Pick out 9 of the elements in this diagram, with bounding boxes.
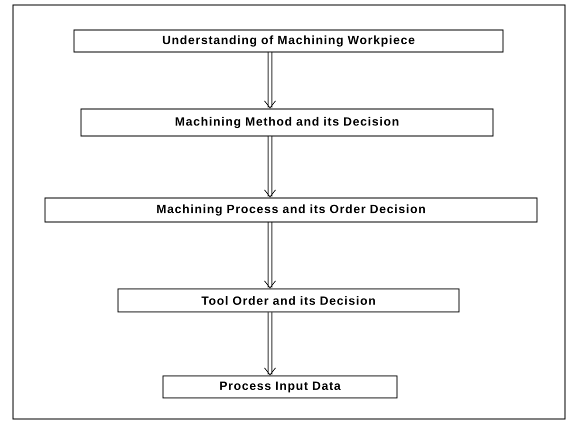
arrow: [264, 136, 276, 198]
process-box: Tool Order and its Decision: [118, 288, 460, 312]
process-box: Understanding of Machining Workpiece: [74, 30, 504, 52]
arrow: [264, 312, 276, 376]
process-box: Machining Process and its Order Decision: [44, 198, 538, 222]
arrow: [264, 52, 276, 109]
process-box: Process Input Data: [162, 376, 398, 398]
arrow: [264, 222, 276, 289]
process-box: Machining Method and its Decision: [80, 108, 494, 136]
